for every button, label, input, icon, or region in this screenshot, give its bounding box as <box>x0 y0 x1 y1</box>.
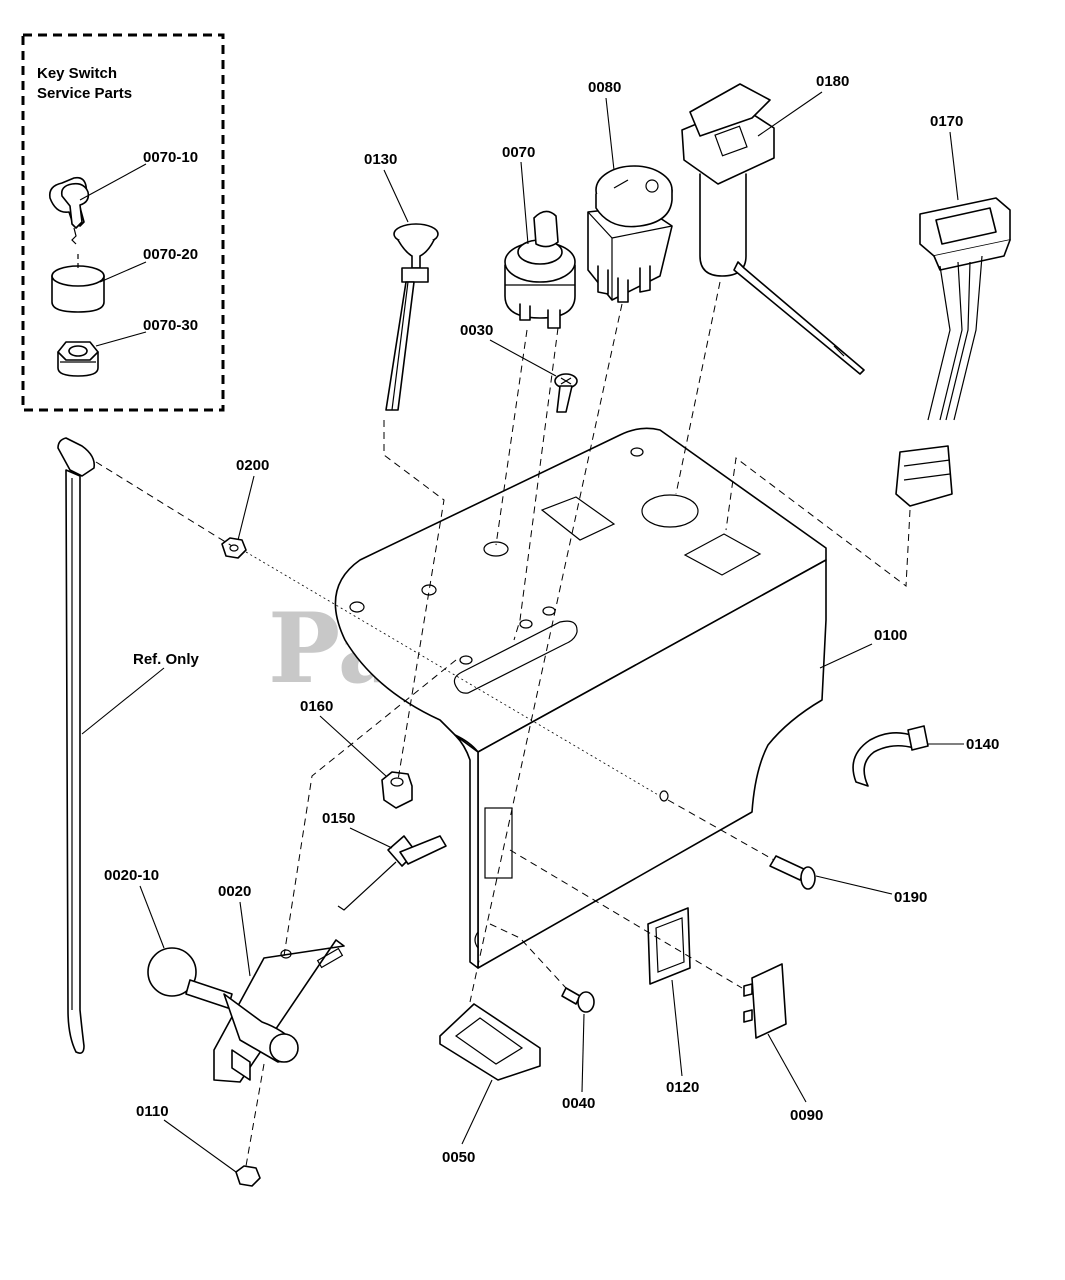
label-0120: 0120 <box>666 1079 699 1096</box>
label-0180: 0180 <box>816 73 849 90</box>
bezel-0050 <box>439 1003 541 1081</box>
dash-panel-0100 <box>334 427 827 969</box>
bolt-0190 <box>769 855 816 890</box>
label-0140: 0140 <box>966 736 999 753</box>
power-outlet-0180 <box>681 83 865 375</box>
label-0080: 0080 <box>588 79 621 96</box>
label-0130: 0130 <box>364 151 397 168</box>
key-switch-service-box: Key Switch Service Parts 0070-10 0070-20… <box>21 33 225 412</box>
plug-0090 <box>743 963 787 1039</box>
label-0070-30: 0070-30 <box>143 317 198 334</box>
choke-knob-0130 <box>385 223 439 411</box>
service-box-title-line1: Key Switch <box>37 65 117 82</box>
label-0100: 0100 <box>874 627 907 644</box>
label-0160: 0160 <box>300 698 333 715</box>
label-0070: 0070 <box>502 144 535 161</box>
label-0020: 0020 <box>218 883 251 900</box>
label-0030: 0030 <box>460 322 493 339</box>
label-0020-10: 0020-10 <box>104 867 159 884</box>
hour-meter-0170 <box>895 197 1011 507</box>
screw-0040 <box>561 987 595 1013</box>
switch-cap-illustration <box>51 254 105 313</box>
label-0200: 0200 <box>236 457 269 474</box>
label-0190: 0190 <box>894 889 927 906</box>
nut-0110 <box>235 1165 261 1187</box>
assembly-lines <box>95 281 911 1167</box>
nut-0200 <box>221 537 247 559</box>
clip-0150 <box>337 835 447 911</box>
label-0150: 0150 <box>322 810 355 827</box>
key-illustration <box>48 176 90 245</box>
label-0070-10: 0070-10 <box>143 149 198 166</box>
label-0090: 0090 <box>790 1107 823 1124</box>
wire-clip-0140 <box>852 725 929 787</box>
label-0050: 0050 <box>442 1149 475 1166</box>
label-0040: 0040 <box>562 1095 595 1112</box>
label-0070-20: 0070-20 <box>143 246 198 263</box>
pto-switch-0080 <box>587 165 673 303</box>
nut-0160 <box>381 771 413 809</box>
service-box-title-line2: Service Parts <box>37 85 132 102</box>
label-ref-only: Ref. Only <box>133 651 200 668</box>
cable-tie-ref-only <box>57 437 96 1054</box>
gasket-0120 <box>647 907 691 985</box>
ignition-switch-0070 <box>504 210 576 329</box>
label-0170: 0170 <box>930 113 963 130</box>
label-0110: 0110 <box>136 1103 169 1120</box>
screw-0030 <box>554 373 578 413</box>
callouts: 0130 0070 0080 0180 0170 0030 0200 Ref. … <box>81 73 999 1173</box>
switch-nut-illustration <box>57 341 99 377</box>
throttle-lever-0020 <box>147 939 345 1083</box>
